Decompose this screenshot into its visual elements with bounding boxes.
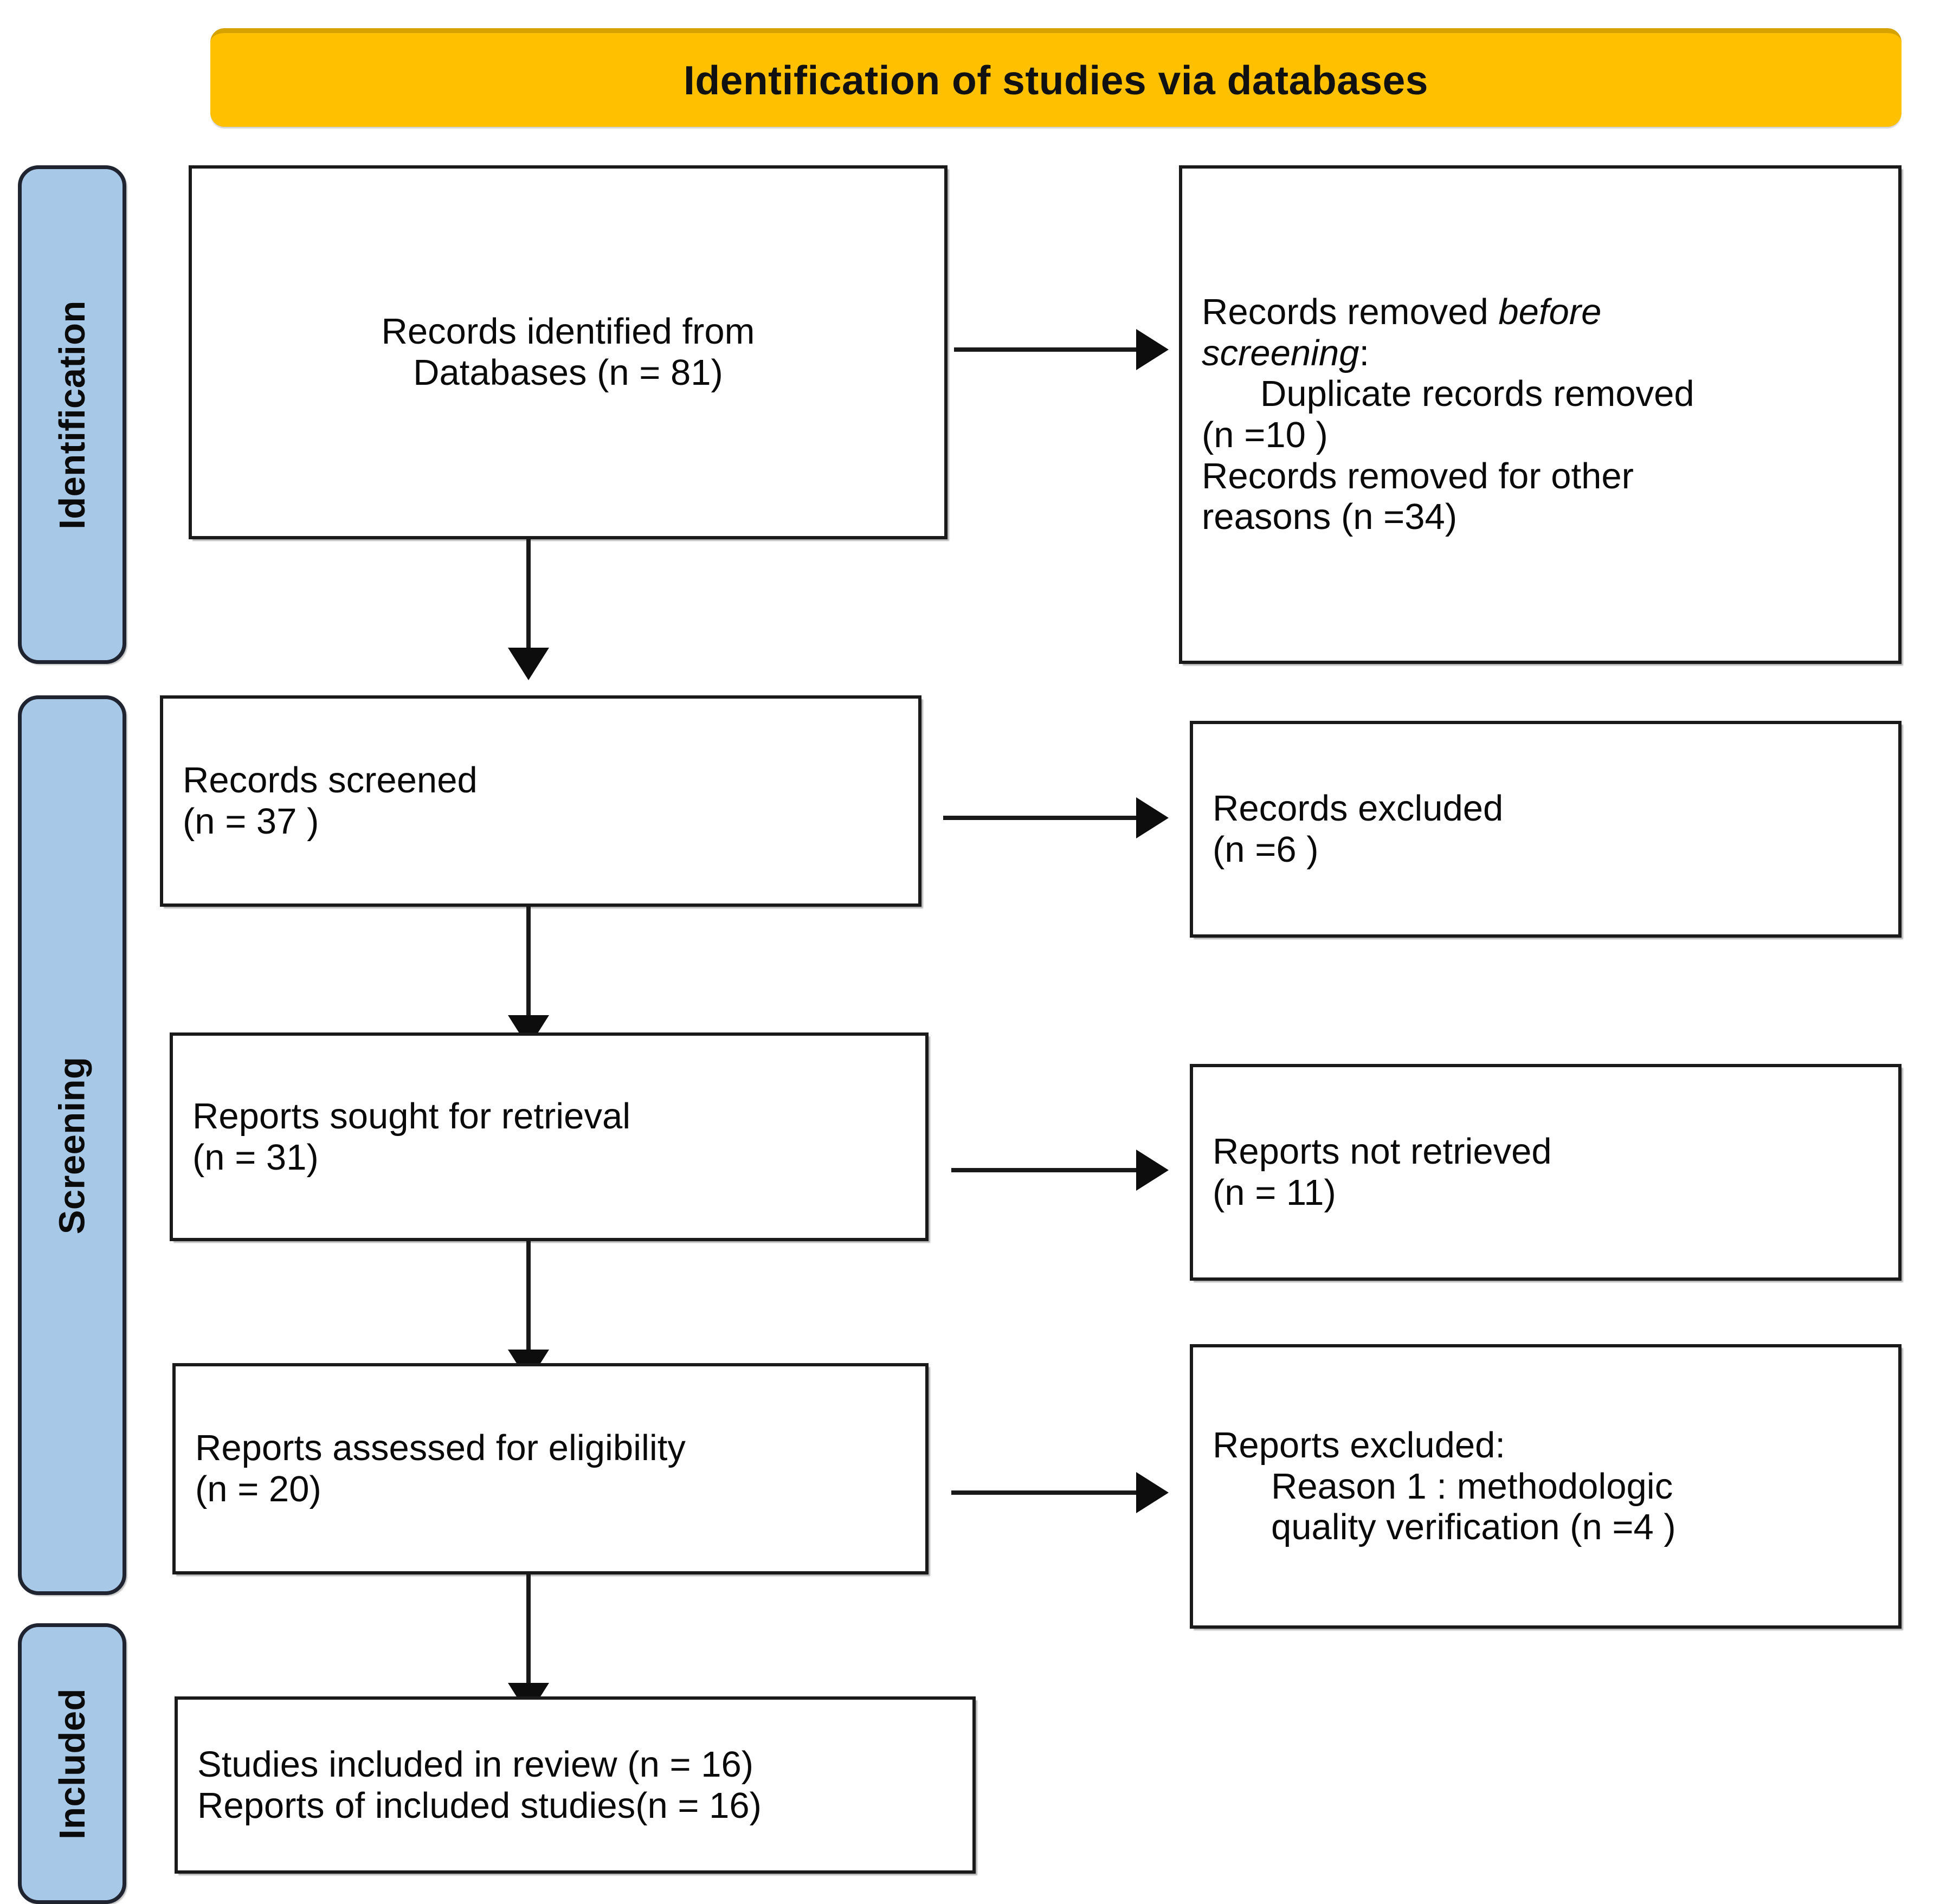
studies-included-line2: Reports of included studies(n = 16) xyxy=(197,1785,762,1826)
reports-assessed-line1: Reports assessed for eligibility xyxy=(195,1428,686,1469)
stage-label-identification: Identification xyxy=(51,300,93,530)
connector-screened-to-excluded-line xyxy=(943,816,1165,820)
connector-identified-to-screened-arrowhead xyxy=(508,648,549,680)
connector-sought-to-notretrieved-line xyxy=(951,1168,1165,1172)
box-records-excluded: Records excluded (n =6 ) xyxy=(1190,721,1902,938)
records-excluded-line1: Records excluded xyxy=(1213,788,1504,829)
records-removed-line6: reasons (n =34) xyxy=(1202,496,1458,538)
reports-assessed-line2: (n = 20) xyxy=(195,1469,321,1509)
records-excluded-line2: (n =6 ) xyxy=(1213,829,1319,870)
records-removed-line5: Records removed for other xyxy=(1202,455,1634,496)
box-reports-assessed: Reports assessed for eligibility (n = 20… xyxy=(172,1363,929,1574)
stage-label-screening: Screening xyxy=(51,1056,93,1234)
connector-identified-to-screened-line xyxy=(526,539,531,664)
box-records-removed: Records removed before screening: Duplic… xyxy=(1179,165,1902,664)
studies-included-line1: Studies included in review (n = 16) xyxy=(197,1744,754,1785)
records-removed-line3: Duplicate records removed xyxy=(1260,373,1694,415)
header-banner: Identification of studies via databases xyxy=(210,28,1902,127)
stage-pill-identification: Identification xyxy=(18,165,126,664)
reports-excluded-line1: Reports excluded: xyxy=(1213,1424,1506,1466)
connector-identified-to-removed-arrowhead xyxy=(1136,329,1169,370)
records-removed-line1-italic: before xyxy=(1498,291,1602,332)
records-removed-line1: Records removed before xyxy=(1202,291,1602,332)
box-reports-excluded: Reports excluded: Reason 1 : methodologi… xyxy=(1190,1344,1902,1629)
stage-pill-included: Included xyxy=(18,1623,126,1904)
records-identified-line1: Records identified from xyxy=(381,311,755,352)
reports-excluded-line2: Reason 1 : methodologic xyxy=(1271,1466,1673,1507)
connector-identified-to-removed-line xyxy=(954,347,1165,352)
reports-not-retrieved-line2: (n = 11) xyxy=(1213,1172,1336,1213)
reports-sought-line2: (n = 31) xyxy=(192,1137,319,1178)
reports-not-retrieved-line1: Reports not retrieved xyxy=(1213,1131,1552,1172)
connector-screened-to-excluded-arrowhead xyxy=(1136,797,1169,838)
box-records-identified: Records identified from Databases (n = 8… xyxy=(189,165,948,539)
box-studies-included: Studies included in review (n = 16) Repo… xyxy=(175,1696,976,1874)
box-reports-not-retrieved: Reports not retrieved (n = 11) xyxy=(1190,1064,1902,1281)
banner-title: Identification of studies via databases xyxy=(683,57,1428,103)
stage-pill-screening: Screening xyxy=(18,695,126,1595)
stage-label-included: Included xyxy=(51,1688,93,1840)
box-records-screened: Records screened (n = 37 ) xyxy=(160,695,921,907)
connector-screened-to-sought-line xyxy=(526,907,531,1032)
connector-assessed-to-excluded-arrowhead xyxy=(1136,1472,1169,1513)
connector-assessed-to-included-line xyxy=(526,1574,531,1700)
connector-sought-to-notretrieved-arrowhead xyxy=(1136,1150,1169,1191)
records-removed-line2-italic: screening xyxy=(1202,332,1359,373)
records-removed-line2: screening: xyxy=(1202,332,1370,373)
records-identified-line2: Databases (n = 81) xyxy=(413,352,723,393)
records-removed-line4: (n =10 ) xyxy=(1202,415,1328,455)
connector-assessed-to-excluded-line xyxy=(951,1490,1165,1495)
connector-sought-to-assessed-line xyxy=(526,1241,531,1367)
reports-sought-line1: Reports sought for retrieval xyxy=(192,1095,631,1137)
records-screened-line1: Records screened xyxy=(183,760,478,801)
records-screened-line2: (n = 37 ) xyxy=(183,801,319,842)
reports-excluded-line3: quality verification (n =4 ) xyxy=(1271,1507,1676,1548)
box-reports-sought: Reports sought for retrieval (n = 31) xyxy=(170,1032,929,1241)
